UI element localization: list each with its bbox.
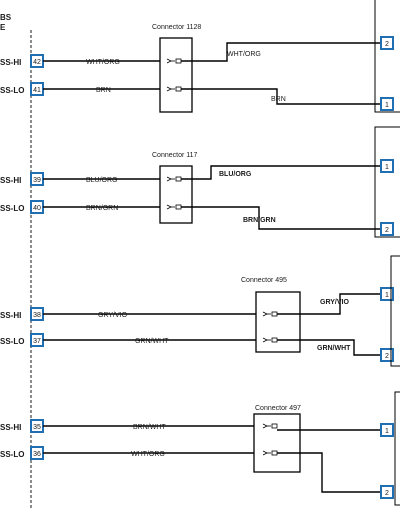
circuit-group-connector-1128: Connector 1128 SS-HI SS-LO 42 41 WHT/ORG… (0, 0, 400, 113)
pin-number: 1 (385, 102, 389, 109)
pin-number: 1 (385, 428, 389, 435)
ss-lo-label: SS-LO (0, 337, 24, 346)
pin-box (380, 348, 394, 362)
pin-box (380, 36, 394, 50)
connector-title: Connector 1128 (152, 24, 201, 31)
pin-number: 2 (385, 41, 389, 48)
ss-lo-label: SS-LO (0, 204, 24, 213)
pin-number: 37 (33, 338, 41, 345)
wire-label: WHT/ORG (227, 51, 261, 58)
wire-label: GRN/WHT (317, 345, 351, 352)
inline-connector-box (253, 413, 301, 473)
wire-label: BRN (96, 87, 111, 94)
ss-hi-label: SS-HI (0, 176, 21, 185)
wire-label: BLU/ORG (86, 177, 118, 184)
wire-lo-right (277, 339, 381, 356)
pin-box (380, 159, 394, 173)
wire-label: WHT/ORG (86, 59, 120, 66)
device-outline (374, 126, 400, 238)
circuit-group-connector-497: Connector 497 SS-HI SS-LO 35 36 BRN/WHT … (0, 391, 400, 506)
inline-connector-box (255, 291, 301, 353)
ss-hi-label: SS-HI (0, 423, 21, 432)
pin-number: 42 (33, 59, 41, 66)
module-header-line1: BS (0, 13, 12, 22)
pin-number: 41 (33, 87, 41, 94)
connector-terminal-symbol (166, 58, 182, 92)
connector-title: Connector 495 (241, 277, 287, 284)
wire-lo-right (181, 88, 381, 105)
wire-label: BRN (271, 96, 286, 103)
inline-connector-box (159, 165, 193, 224)
pin-number: 36 (33, 451, 41, 458)
pin-number: 1 (385, 164, 389, 171)
wire-lo-right (277, 452, 381, 493)
device-outline (394, 391, 400, 506)
wire-hi-right (181, 42, 381, 62)
ss-lo-label: SS-LO (0, 450, 24, 459)
circuit-group-connector-117: Connector 117 SS-HI SS-LO 39 40 BLU/ORG … (0, 126, 400, 238)
device-outline (390, 255, 400, 367)
pin-number: 2 (385, 490, 389, 497)
wire-lo-right (181, 206, 381, 230)
circuit-group-connector-495: Connector 495 SS-HI SS-LO 38 37 GRY/VIO … (0, 255, 400, 367)
pin-number: 2 (385, 227, 389, 234)
pin-box (380, 222, 394, 236)
ss-hi-label: SS-HI (0, 58, 21, 67)
pin-number: 39 (33, 177, 41, 184)
ss-hi-label: SS-HI (0, 311, 21, 320)
pin-box (380, 485, 394, 499)
wire-label: BRN/WHT (133, 424, 166, 431)
connector-title: Connector 117 (152, 152, 198, 159)
inline-connector-box (159, 37, 193, 113)
pin-box (380, 287, 394, 301)
connector-title: Connector 497 (255, 405, 301, 412)
wire-label: BRN/GRN (86, 205, 118, 212)
pin-number: 2 (385, 353, 389, 360)
wire-label: BRN/GRN (243, 217, 276, 224)
device-outline (374, 0, 400, 113)
wire-label: GRN/WHT (135, 338, 169, 345)
pin-box (380, 97, 394, 111)
pin-number: 1 (385, 292, 389, 299)
module-header-line2: E (0, 23, 6, 32)
wire-hi-right (181, 165, 381, 180)
pin-number: 40 (33, 205, 41, 212)
wire-label: BLU/ORG (219, 171, 252, 178)
pin-box (380, 423, 394, 437)
ss-lo-label: SS-LO (0, 86, 24, 95)
wire-label: GRY/VIO (320, 299, 349, 306)
wire-label: GRY/VIO (98, 312, 128, 319)
wire-hi-right (277, 293, 381, 315)
pin-number: 35 (33, 424, 41, 431)
pin-number: 38 (33, 312, 41, 319)
wire-label: WHT/ORG (131, 451, 165, 458)
